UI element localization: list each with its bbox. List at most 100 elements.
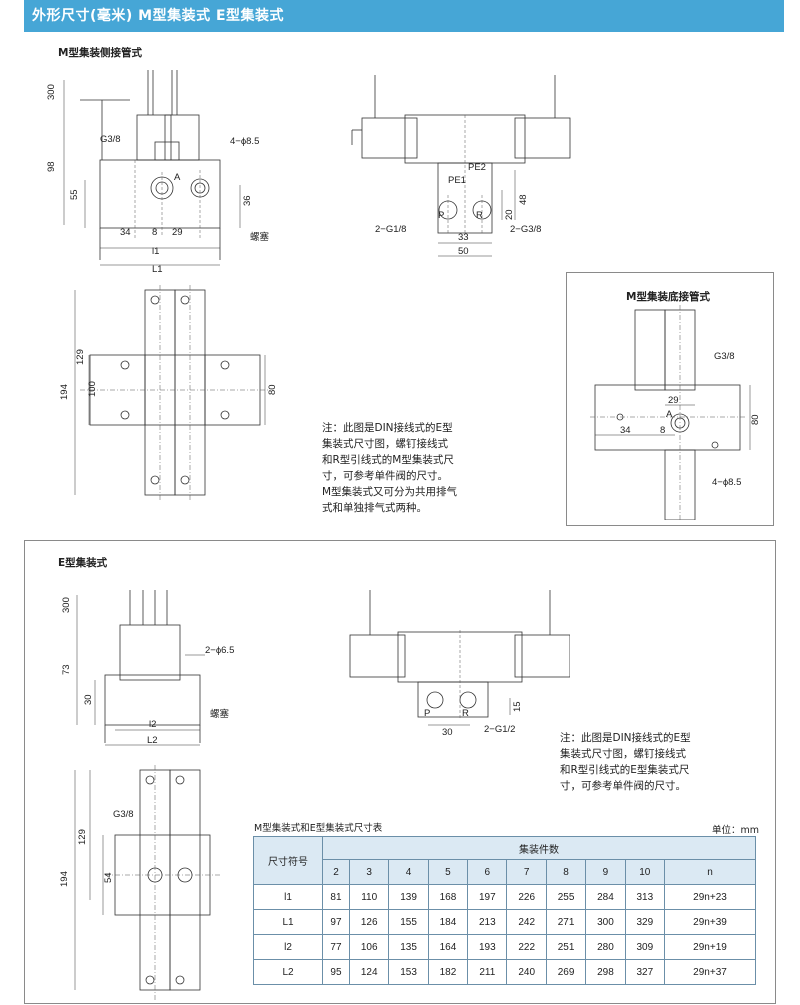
dim-100: 100 xyxy=(87,381,98,397)
table-cell: 242 xyxy=(506,909,547,935)
dim-e-30: 30 xyxy=(83,694,94,705)
dim-129: 129 xyxy=(75,349,86,365)
table-cell: 139 xyxy=(388,884,429,910)
dim-80: 80 xyxy=(267,384,278,395)
label-e-g38: G3/8 xyxy=(113,809,134,820)
e-top-drawing: 194 129 54 G3/8 xyxy=(59,765,220,1000)
dim-55: 55 xyxy=(69,189,80,200)
dim-e-15: 15 xyxy=(512,701,523,712)
col-header: 10 xyxy=(624,859,666,885)
table-cell: 164 xyxy=(427,934,469,960)
label-P: P xyxy=(438,210,444,221)
table-cell: 298 xyxy=(585,959,626,985)
table-cell: 77 xyxy=(322,934,350,960)
table-cell: 329 xyxy=(624,909,666,935)
m-side-front-drawing: 300 98 55 36 G3/8 A 4−ϕ8.5 34 8 29 l1 L1… xyxy=(46,70,270,275)
dim-l1: l1 xyxy=(152,246,159,257)
table-cell: 226 xyxy=(506,884,547,910)
dim-e-129: 129 xyxy=(77,829,88,845)
label-bottom-g38: G3/8 xyxy=(714,351,735,362)
col-header: 8 xyxy=(545,859,587,885)
dim-29: 29 xyxy=(172,227,183,238)
dim-bottom-80: 80 xyxy=(750,414,761,425)
label-hole-8-5: 4−ϕ8.5 xyxy=(230,136,259,147)
table-cell: 182 xyxy=(427,959,469,985)
label-pe2: PE2 xyxy=(468,162,486,173)
label-e-g12: 2−G1/2 xyxy=(484,724,515,735)
label-bottom-A: A xyxy=(666,409,673,420)
m-bottom-frame xyxy=(566,272,774,526)
dim-36: 36 xyxy=(242,195,253,206)
table-cell: 135 xyxy=(388,934,429,960)
table-cell: 213 xyxy=(467,909,508,935)
table-cell: 184 xyxy=(427,909,469,935)
table-cell: 280 xyxy=(585,934,626,960)
table-cell: 155 xyxy=(388,909,429,935)
dim-50: 50 xyxy=(458,246,469,257)
table-unit: 单位：mm xyxy=(712,825,760,836)
table-cell: 29n+23 xyxy=(664,884,756,910)
section-title-m-side: M型集装侧接管式 xyxy=(58,47,142,59)
page-header-title: 外形尺寸(毫米) M型集装式 E型集装式 xyxy=(24,0,784,32)
table-cell: 193 xyxy=(467,934,508,960)
dim-34: 34 xyxy=(120,227,131,238)
dim-194: 194 xyxy=(59,384,70,400)
table-cell: 106 xyxy=(348,934,390,960)
m-bottom-drawing: G3/8 29 A 34 8 80 4−ϕ8.5 xyxy=(590,305,761,520)
label-e-plug: 螺塞 xyxy=(210,708,230,720)
table-cell: 222 xyxy=(506,934,547,960)
row-symbol: L1 xyxy=(253,909,323,935)
col-header: 9 xyxy=(585,859,626,885)
label-e-P: P xyxy=(424,708,430,719)
label-e-hole-6-5: 2−ϕ6.5 xyxy=(205,645,234,656)
col-header: n xyxy=(664,859,756,885)
dim-8: 8 xyxy=(152,227,157,238)
m-side-profile-drawing: PE2 PE1 P R 2−G1/8 2−G3/8 33 50 20 48 xyxy=(351,75,571,257)
dim-e-194: 194 xyxy=(59,871,70,887)
table-cell: 95 xyxy=(322,959,350,985)
dim-300: 300 xyxy=(46,84,57,100)
table-cell: 97 xyxy=(322,909,350,935)
label-A: A xyxy=(174,172,181,183)
dim-e-73: 73 xyxy=(61,664,72,675)
dim-bottom-34: 34 xyxy=(620,425,631,436)
label-bottom-hole: 4−ϕ8.5 xyxy=(712,477,741,488)
table-cell: 197 xyxy=(467,884,508,910)
col-header: 6 xyxy=(467,859,508,885)
table-cell: 309 xyxy=(624,934,666,960)
m-side-top-drawing: 194 129 100 80 xyxy=(59,285,278,500)
group-header: 集装件数 xyxy=(322,836,756,860)
table-cell: 110 xyxy=(348,884,390,910)
label-2-g3-8: 2−G3/8 xyxy=(510,224,541,235)
row-symbol: l2 xyxy=(253,934,323,960)
table-cell: 313 xyxy=(624,884,666,910)
note-e-type: 注：此图是DIN接线式的E型 集装式尺寸图，螺钉接线式 和R型引线式的E型集装式… xyxy=(560,732,691,792)
label-R: R xyxy=(476,210,483,221)
label-2-g1-8: 2−G1/8 xyxy=(375,224,406,235)
table-cell: 81 xyxy=(322,884,350,910)
label-e-R: R xyxy=(462,708,469,719)
dim-e-side-30: 30 xyxy=(442,727,453,738)
e-front-drawing: 300 73 30 2−ϕ6.5 螺塞 l2 L2 xyxy=(61,590,234,746)
dim-L1: L1 xyxy=(152,264,163,275)
col-header: 4 xyxy=(388,859,429,885)
note-m-type: 注：此图是DIN接线式的E型 集装式尺寸图，螺钉接线式 和R型引线式的M型集装式… xyxy=(322,422,458,514)
table-cell: 29n+37 xyxy=(664,959,756,985)
label-plug: 螺塞 xyxy=(250,231,270,243)
e-type-frame xyxy=(24,540,776,1004)
table-cell: 168 xyxy=(427,884,469,910)
dim-bottom-8: 8 xyxy=(660,425,665,436)
section-title-e-type: E型集装式 xyxy=(58,557,108,569)
dim-98: 98 xyxy=(46,161,57,172)
col-header: 7 xyxy=(506,859,547,885)
table-cell: 126 xyxy=(348,909,390,935)
table-cell: 240 xyxy=(506,959,547,985)
table-cell: 211 xyxy=(467,959,508,985)
table-cell: 29n+19 xyxy=(664,934,756,960)
row-symbol: L2 xyxy=(253,959,323,985)
